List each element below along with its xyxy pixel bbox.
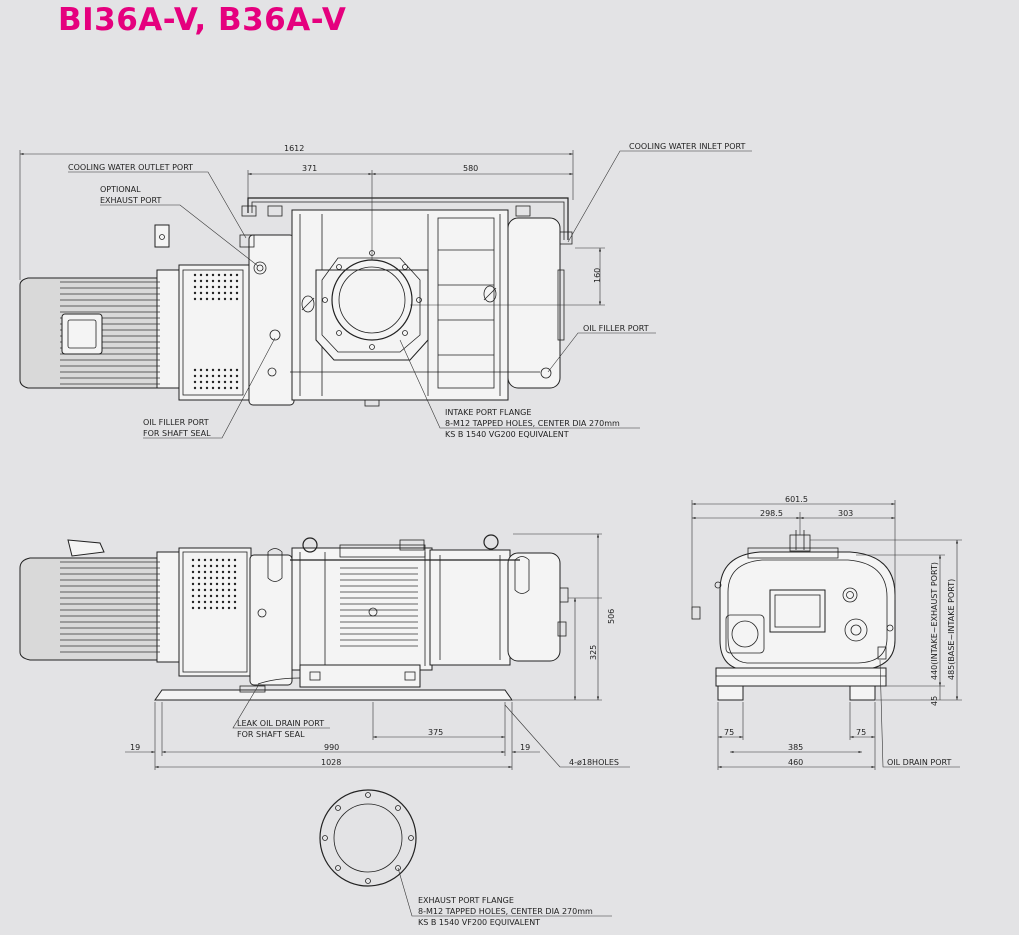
end-dimensions: 601.5 298.5 303 440(INTAKE~EXHAUST PORT)… — [691, 495, 962, 770]
label-intake-standard: KS B 1540 VG200 EQUIVALENT — [445, 430, 569, 439]
label-holes: 4-ø18HOLES — [569, 758, 619, 767]
label-intake-holes: 8-M12 TAPPED HOLES, CENTER DIA 270mm — [445, 419, 620, 428]
dim-top-total: 1612 — [284, 144, 304, 153]
dim-side-height-total: 506 — [607, 609, 616, 624]
label-leak-oil: LEAK OIL DRAIN PORT — [237, 719, 324, 728]
top-motor — [19, 269, 182, 389]
dim-end-298: 298.5 — [760, 509, 783, 518]
side-callouts: LEAK OIL DRAIN PORT FOR SHAFT SEAL 4-ø18… — [232, 685, 630, 768]
dim-top-right: 580 — [463, 164, 478, 173]
exhaust-flange-view — [319, 789, 417, 887]
dim-side-19-left: 19 — [130, 743, 140, 752]
top-main-body — [291, 209, 526, 407]
dim-side-1028: 1028 — [321, 758, 341, 767]
dim-side-height-shaft: 325 — [589, 645, 598, 660]
top-coupling — [178, 264, 250, 401]
dim-end-75-right: 75 — [856, 728, 866, 737]
side-dimensions: 506 325 375 19 990 19 1028 — [125, 533, 616, 770]
dim-end-75-left: 75 — [724, 728, 734, 737]
dim-end-385: 385 — [788, 743, 803, 752]
top-dimensions: 1612 371 580 160 — [19, 144, 605, 306]
dim-end-601: 601.5 — [785, 495, 808, 504]
label-exhaust-port: EXHAUST PORT — [100, 196, 161, 205]
top-view — [19, 197, 573, 407]
label-oil-drain: OIL DRAIN PORT — [887, 758, 952, 767]
label-cooling-inlet: COOLING WATER INLET PORT — [629, 142, 745, 151]
dim-end-45: 45 — [930, 696, 939, 706]
label-cooling-outlet: COOLING WATER OUTLET PORT — [68, 163, 193, 172]
end-view — [691, 530, 896, 701]
label-exhaust-flange: EXHAUST PORT FLANGE — [418, 896, 514, 905]
dim-side-19-right: 19 — [520, 743, 530, 752]
label-exhaust-holes: 8-M12 TAPPED HOLES, CENTER DIA 270mm — [418, 907, 593, 916]
label-oil-filler-shaft-seal: FOR SHAFT SEAL — [143, 429, 211, 438]
page-title: BI36A-V, B36A-V — [58, 2, 347, 38]
end-callouts: OIL DRAIN PORT — [879, 659, 960, 768]
dim-end-303: 303 — [838, 509, 853, 518]
dim-top-left: 371 — [302, 164, 317, 173]
dim-end-485: 485(BASE~INTAKE PORT) — [947, 579, 956, 680]
top-gear-housing — [248, 234, 295, 406]
exhaust-callouts: EXHAUST PORT FLANGE 8-M12 TAPPED HOLES, … — [397, 867, 612, 927]
dim-end-460: 460 — [788, 758, 803, 767]
dim-top-height: 160 — [593, 268, 602, 283]
label-oil-filler-shaft: OIL FILLER PORT — [143, 418, 209, 427]
top-callouts: COOLING WATER OUTLET PORT OPTIONAL EXHAU… — [68, 142, 752, 439]
label-oil-filler-right: OIL FILLER PORT — [583, 324, 649, 333]
top-end-cover — [507, 217, 561, 389]
dim-side-375: 375 — [428, 728, 443, 737]
dim-end-440: 440(INTAKE~EXHAUST PORT) — [930, 562, 939, 680]
dim-side-990: 990 — [324, 743, 339, 752]
side-view — [19, 534, 569, 701]
label-optional: OPTIONAL — [100, 185, 141, 194]
label-exhaust-standard: KS B 1540 VF200 EQUIVALENT — [418, 918, 540, 927]
label-intake-flange: INTAKE PORT FLANGE — [445, 408, 531, 417]
label-leak-seal: FOR SHAFT SEAL — [237, 730, 305, 739]
